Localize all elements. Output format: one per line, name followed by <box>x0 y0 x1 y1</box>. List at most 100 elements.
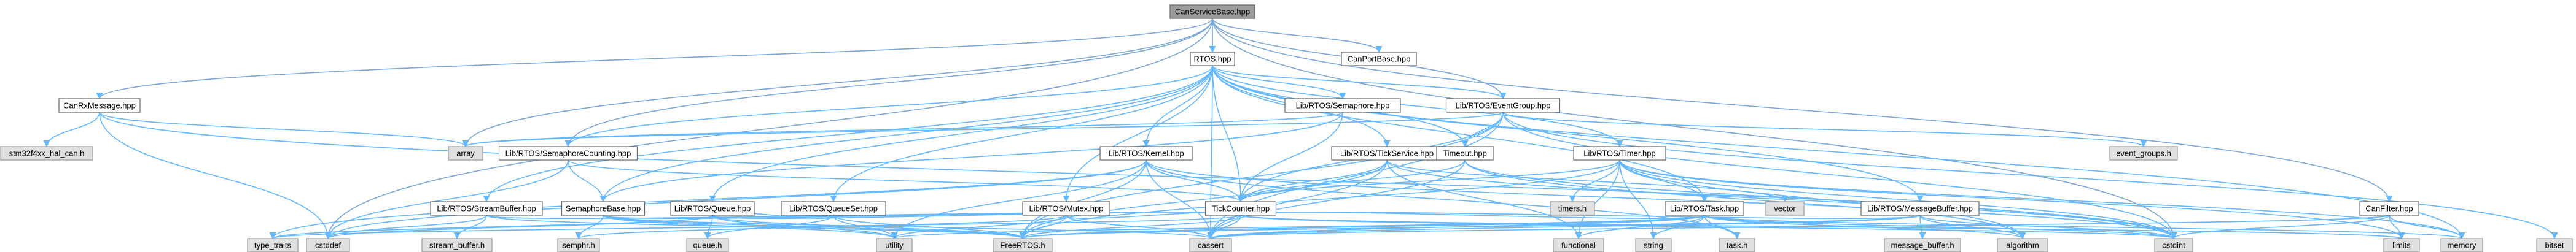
include-edge-EventGroup-to-cassert <box>1207 112 1504 240</box>
node-label: limits <box>2392 240 2411 250</box>
include-edge-MessageBuffer-to-message_buffer <box>1919 215 1926 240</box>
node-Timeout[interactable]: Timeout.hpp <box>1436 146 1494 161</box>
include-edge-QueueSet-to-FreeRTOS <box>833 215 1026 240</box>
node-box <box>876 238 913 252</box>
node-label: bitset <box>2545 240 2564 250</box>
include-edge-CanServiceBase-to-CanPortBase <box>1212 18 1383 53</box>
node-label: type_traits <box>254 240 291 250</box>
node-SemaphoreCounting[interactable]: Lib/RTOS/SemaphoreCounting.hpp <box>498 146 638 161</box>
node-CanFilter[interactable]: CanFilter.hpp <box>2359 201 2419 216</box>
node-box <box>686 238 729 252</box>
node-label: CanPortBase.hpp <box>1348 54 1411 63</box>
node-RTOS[interactable]: RTOS.hpp <box>1190 52 1235 66</box>
node-SemaphoreBase[interactable]: SemaphoreBase.hpp <box>561 201 646 216</box>
node-box <box>2109 146 2178 161</box>
node-label: memory <box>2448 240 2476 250</box>
include-edge-CanFilter-to-memory <box>2389 215 2465 240</box>
node-label: Lib/RTOS/EventGroup.hpp <box>1456 101 1551 110</box>
node-Timer[interactable]: Lib/RTOS/Timer.hpp <box>1573 146 1666 161</box>
node-StreamBuffer[interactable]: Lib/RTOS/StreamBuffer.hpp <box>430 201 543 216</box>
node-box <box>2359 201 2419 216</box>
include-edge-Kernel-to-cassert <box>1146 159 1214 240</box>
include-edge-MessageBuffer-to-algorithm <box>1919 215 2026 240</box>
node-label: message_buffer.h <box>1891 240 1954 250</box>
include-edge-Timeout-to-cassert <box>1207 159 1466 240</box>
node-QueueSet[interactable]: Lib/RTOS/QueueSet.hpp <box>781 201 886 216</box>
node-label: RTOS.hpp <box>1194 54 1231 63</box>
include-edge-MessageBuffer-to-FreeRTOS <box>1020 215 1921 240</box>
dependency-edges <box>43 18 2558 240</box>
node-label: CanServiceBase.hpp <box>1175 7 1250 16</box>
include-edge-Mutex-to-utility <box>891 215 1067 240</box>
node-CanRxMessage[interactable]: CanRxMessage.hpp <box>58 98 141 113</box>
node-timers: timers.h <box>1550 201 1595 216</box>
node-CanServiceBase[interactable]: CanServiceBase.hpp <box>1169 4 1255 19</box>
node-box <box>561 201 646 216</box>
node-label: Lib/RTOS/SemaphoreCounting.hpp <box>505 148 631 158</box>
node-label: queue.h <box>693 240 722 250</box>
include-edge-Timer-to-limits <box>1619 159 2405 240</box>
node-label: Lib/RTOS/Queue.hpp <box>674 204 751 213</box>
node-box <box>498 146 638 161</box>
node-label: stream_buffer.h <box>429 240 485 250</box>
include-edge-Timer-to-FreeRTOS <box>1019 159 1620 240</box>
include-edge-EventGroup-to-event_groups <box>1502 112 2147 148</box>
node-TickService[interactable]: Lib/RTOS/TickService.hpp <box>1331 146 1443 161</box>
node-box <box>1997 238 2048 252</box>
node-box <box>670 201 755 216</box>
node-queue_h: queue.h <box>686 238 729 252</box>
node-array: array <box>448 146 483 161</box>
node-box <box>1665 201 1744 216</box>
node-FreeRTOS: FreeRTOS.h <box>993 238 1053 252</box>
include-edge-SemaphoreCounting-to-SemaphoreBase <box>568 159 607 203</box>
node-Task[interactable]: Lib/RTOS/Task.hpp <box>1665 201 1744 216</box>
node-box <box>993 238 1053 252</box>
node-EventGroup[interactable]: Lib/RTOS/EventGroup.hpp <box>1445 98 1561 113</box>
node-box <box>1284 98 1401 113</box>
node-Semaphore[interactable]: Lib/RTOS/Semaphore.hpp <box>1284 98 1401 113</box>
node-semphr: semphr.h <box>557 238 600 252</box>
node-label: event_groups.h <box>2116 148 2171 158</box>
node-CanPortBase[interactable]: CanPortBase.hpp <box>1341 52 1417 66</box>
include-edge-CanServiceBase-to-cstdint <box>1212 18 2177 240</box>
include-edge-Kernel-to-cstddef <box>324 159 1147 240</box>
node-label: stm32f4xx_hal_can.h <box>9 148 85 158</box>
node-box <box>58 98 141 113</box>
node-memory: memory <box>2440 238 2483 252</box>
node-box <box>557 238 600 252</box>
include-edge-TickCounter-to-limits <box>1240 215 2405 240</box>
include-edge-TickCounter-to-cstdint <box>1240 215 2177 240</box>
node-label: Lib/RTOS/TickService.hpp <box>1340 148 1434 158</box>
node-label: cassert <box>1198 240 1224 250</box>
node-box <box>1553 238 1604 252</box>
node-TickCounter[interactable]: TickCounter.hpp <box>1204 201 1277 216</box>
node-Kernel[interactable]: Lib/RTOS/Kernel.hpp <box>1099 146 1193 161</box>
node-label: algorithm <box>2006 240 2039 250</box>
node-stream_buffer: stream_buffer.h <box>421 238 493 252</box>
include-edge-Kernel-to-FreeRTOS <box>1019 159 1147 240</box>
node-functional: functional <box>1553 238 1604 252</box>
node-label: Lib/RTOS/Kernel.hpp <box>1108 148 1184 158</box>
node-limits: limits <box>2383 238 2420 252</box>
node-MessageBuffer[interactable]: Lib/RTOS/MessageBuffer.hpp <box>1860 201 1980 216</box>
node-box <box>421 238 493 252</box>
node-box <box>1189 238 1232 252</box>
node-label: Lib/RTOS/Mutex.hpp <box>1029 204 1104 213</box>
include-edge-TickService-to-vector <box>1386 159 1789 203</box>
include-edge-Timeout-to-TickCounter <box>1237 159 1466 203</box>
include-edge-Task-to-utility <box>891 215 1705 240</box>
include-edge-RTOS-to-SemaphoreCounting <box>564 65 1213 148</box>
node-cassert: cassert <box>1189 238 1232 252</box>
include-edge-RTOS-to-Timer <box>1212 65 1623 148</box>
include-edge-Timer-to-timers <box>1569 159 1620 203</box>
include-edge-EventGroup-to-bitset <box>1502 112 2558 240</box>
node-label: Lib/RTOS/QueueSet.hpp <box>789 204 878 213</box>
node-Queue[interactable]: Lib/RTOS/Queue.hpp <box>670 201 755 216</box>
include-edge-EventGroup-to-Timeout <box>1461 112 1504 148</box>
include-edge-CanRxMessage-to-stm32 <box>43 112 100 148</box>
node-Mutex[interactable]: Lib/RTOS/Mutex.hpp <box>1022 201 1110 216</box>
include-edge-Task-to-functional <box>1575 215 1705 240</box>
node-label: vector <box>1774 204 1796 213</box>
node-box <box>306 238 350 252</box>
